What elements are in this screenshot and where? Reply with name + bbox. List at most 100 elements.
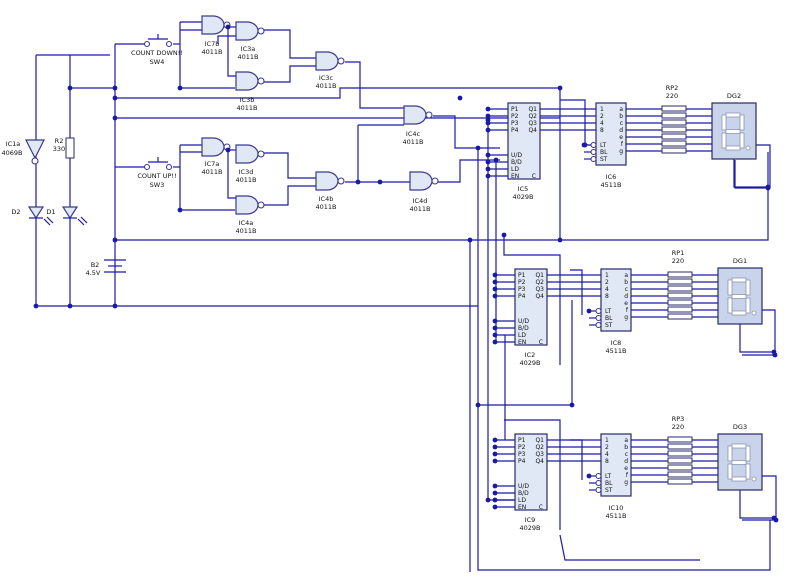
display-segment xyxy=(731,460,747,465)
wire xyxy=(477,148,771,571)
wire xyxy=(560,99,586,145)
pin-label-out-d: d xyxy=(619,127,623,134)
active-low-bubble xyxy=(590,148,597,156)
wire xyxy=(227,150,236,199)
pin-label-in-4: 4 xyxy=(600,120,604,127)
b2-value: 4.5V xyxy=(86,269,101,277)
junction-dot xyxy=(485,497,491,503)
pin-label-out-a: a xyxy=(624,437,628,444)
pack-ref: RP3 xyxy=(672,415,685,423)
pin-label-q2: Q2 xyxy=(535,279,544,286)
pin-label-u-d: U/D xyxy=(518,318,529,325)
pin-label-out-b: b xyxy=(619,113,623,120)
pin-label-in-1: 1 xyxy=(605,272,609,279)
pin-label-b-d: B/D xyxy=(511,159,522,166)
display-segment xyxy=(725,112,741,118)
decoder-body xyxy=(600,433,632,497)
pin-label-p4: P4 xyxy=(511,127,519,134)
junction-dot xyxy=(112,303,118,309)
junction-layer xyxy=(33,24,779,523)
wire xyxy=(504,419,561,530)
display-ref: DG3 xyxy=(733,423,747,431)
wire xyxy=(262,65,316,83)
wire xyxy=(262,152,316,179)
active-low-bubble xyxy=(595,486,602,494)
display-segment xyxy=(731,294,747,299)
junction-dot xyxy=(67,85,73,91)
junction-dot xyxy=(501,232,507,238)
seven-segment-display-dg3 xyxy=(717,433,763,491)
gate-body xyxy=(235,21,259,41)
wire xyxy=(217,35,236,44)
counter-part: 4029B xyxy=(519,524,540,532)
junction-dot xyxy=(492,272,498,278)
wire xyxy=(262,29,316,59)
junction-dot xyxy=(457,95,463,101)
nand-gate-ic3a xyxy=(235,21,265,41)
gate-body xyxy=(201,137,225,157)
display-segment xyxy=(731,443,747,449)
wire xyxy=(345,61,404,109)
led-rays xyxy=(43,216,54,226)
pin-label-en: EN xyxy=(511,173,519,180)
junction-dot xyxy=(492,490,498,496)
resistor-element xyxy=(661,133,687,140)
junction-dot xyxy=(475,145,481,151)
wire xyxy=(115,152,769,241)
gate-part-ic4a: 4011B xyxy=(235,227,256,235)
pin-label-lt: LT xyxy=(600,142,607,149)
junction-dot xyxy=(765,185,771,191)
resistor-element xyxy=(661,112,687,119)
pin-label-q1: Q1 xyxy=(535,437,544,444)
junction-dot xyxy=(112,115,118,121)
wire xyxy=(433,159,500,183)
junction-dot xyxy=(492,339,498,345)
pin-label-ld: LD xyxy=(511,166,519,173)
pin-label-q4: Q4 xyxy=(535,293,544,300)
resistor-pack-rp3 xyxy=(667,436,693,485)
pin-label-out-e: e xyxy=(619,134,623,141)
decoder-ref: IC10 xyxy=(609,504,624,512)
wire xyxy=(262,185,316,206)
gate-body xyxy=(235,195,259,215)
junction-dot xyxy=(557,237,563,243)
decoder-part: 4511B xyxy=(605,347,626,355)
pin-label-p3: P3 xyxy=(511,120,519,127)
junction-dot xyxy=(569,402,575,408)
resistor-element xyxy=(667,299,693,306)
junction-dot xyxy=(112,237,118,243)
gate-body xyxy=(315,171,339,191)
led-d1 xyxy=(61,206,88,226)
resistor-element xyxy=(667,278,693,285)
resistor-element xyxy=(661,140,687,147)
active-low-bubble xyxy=(595,472,602,480)
nand-gate-ic4d xyxy=(409,171,439,191)
resistor-element xyxy=(667,306,693,313)
display-segment xyxy=(745,445,751,462)
junction-dot xyxy=(485,166,491,172)
junction-dot xyxy=(112,95,118,101)
gate-ref-ic7b: IC7b xyxy=(205,40,220,48)
pin-label-out-a: a xyxy=(619,106,623,113)
gate-part-ic4d: 4011B xyxy=(409,205,430,213)
junction-dot xyxy=(492,504,498,510)
pin-label-in-2: 2 xyxy=(605,279,609,286)
counter-ref: IC2 xyxy=(525,351,536,359)
nand-gate-ic7b xyxy=(201,15,231,35)
pin-label-out-c: c xyxy=(620,120,623,127)
gate-part-ic4b: 4011B xyxy=(315,203,336,211)
junction-dot xyxy=(492,451,498,457)
inverter-ic1a xyxy=(25,139,45,165)
gate-ref-ic7a: IC7a xyxy=(205,160,220,168)
pack-value: 220 xyxy=(672,423,684,431)
pin-label-q4: Q4 xyxy=(528,127,537,134)
display-segment xyxy=(745,279,751,296)
pin-label-st: ST xyxy=(600,156,608,163)
junction-dot xyxy=(492,293,498,299)
r2-value: 330 xyxy=(53,145,65,153)
pin-label-out-g: g xyxy=(619,148,623,155)
nand-gate-ic3c xyxy=(315,51,345,71)
gate-ref-ic4c: IC4c xyxy=(406,130,421,138)
